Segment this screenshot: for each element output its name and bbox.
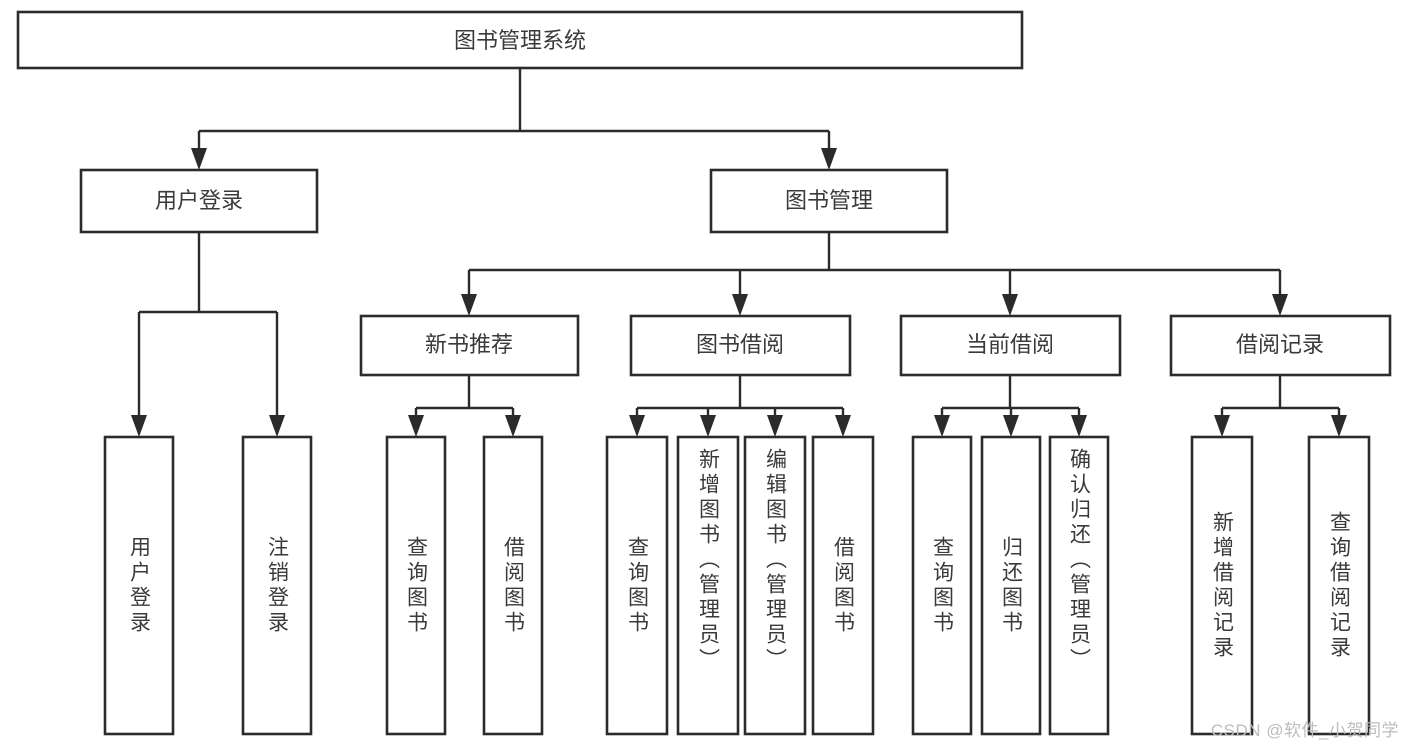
leaf-query-book-recommend-box[interactable] (385, 435, 447, 736)
arrow-head-icon (1272, 294, 1288, 316)
leaf-logout-box[interactable] (241, 435, 313, 736)
leaf-query-book-recommend-label: 查询图书 (405, 536, 429, 636)
leaf-borrow-book-recommend-box[interactable] (482, 435, 544, 736)
arrow-head-icon (191, 148, 207, 170)
node-borrow-history-label: 借阅记录 (1236, 332, 1324, 357)
leaf-return-book-label: 归还图书 (1000, 536, 1024, 636)
leaf-edit-book-admin-box[interactable] (743, 435, 807, 736)
arrow-head-icon (1002, 294, 1018, 316)
leaf-query-book-recommend[interactable]: 查询图书 (385, 435, 447, 736)
leaf-logout[interactable]: 注销登录 (241, 435, 313, 736)
arrow-head-icon (934, 415, 950, 437)
connector-group-book-borrow (629, 375, 851, 437)
leaf-query-borrow-record-box[interactable] (1307, 435, 1371, 736)
connector-group-new-book (408, 375, 521, 437)
leaf-query-book-current[interactable]: 查询图书 (911, 435, 973, 736)
arrow-head-icon (1071, 415, 1087, 437)
arrow-head-icon (408, 415, 424, 437)
node-new-book-recommend-box[interactable] (359, 314, 580, 377)
node-current-borrow[interactable]: 当前借阅 (899, 314, 1122, 377)
node-root[interactable]: 图书管理系统 (16, 10, 1024, 70)
arrow-head-icon (131, 415, 147, 437)
connector-group-borrow-history (1214, 375, 1347, 437)
leaf-user-login[interactable]: 用户登录 (103, 435, 175, 736)
arrow-head-icon (1214, 415, 1230, 437)
arrow-head-icon (461, 294, 477, 316)
arrow-head-icon (1331, 415, 1347, 437)
node-book-manage-box[interactable] (709, 168, 949, 234)
arrow-head-icon (700, 415, 716, 437)
leaf-query-book-borrow-box[interactable] (605, 435, 669, 736)
leaf-query-borrow-record[interactable]: 查询借阅记录 (1307, 435, 1371, 736)
node-root-box[interactable] (16, 10, 1024, 70)
connector-group-book-manage (461, 232, 1288, 316)
node-current-borrow-box[interactable] (899, 314, 1122, 377)
node-book-borrow[interactable]: 图书借阅 (629, 314, 852, 377)
leaf-user-login-label: 用户登录 (128, 536, 152, 636)
node-new-book-recommend-label: 新书推荐 (425, 332, 513, 357)
leaf-edit-book-admin-label: 编辑图书（管理员） (764, 448, 788, 673)
leaf-query-book-borrow-label: 查询图书 (626, 536, 650, 636)
node-book-borrow-label: 图书借阅 (696, 332, 784, 357)
leaf-add-borrow-record-box[interactable] (1190, 435, 1254, 736)
node-current-borrow-label: 当前借阅 (966, 332, 1054, 357)
node-root-label: 图书管理系统 (454, 28, 586, 53)
leaf-return-book-box[interactable] (980, 435, 1042, 736)
leaf-edit-book-admin[interactable]: 编辑图书（管理员） (743, 435, 807, 736)
node-new-book-recommend[interactable]: 新书推荐 (359, 314, 580, 377)
arrow-head-icon (1003, 415, 1019, 437)
leaf-borrow-book-recommend[interactable]: 借阅图书 (482, 435, 544, 736)
node-book-manage[interactable]: 图书管理 (709, 168, 949, 234)
leaf-add-borrow-record-label: 新增借阅记录 (1211, 511, 1235, 661)
leaf-return-book[interactable]: 归还图书 (980, 435, 1042, 736)
node-borrow-history[interactable]: 借阅记录 (1169, 314, 1392, 377)
leaf-add-book-admin[interactable]: 新增图书（管理员） (676, 435, 740, 736)
leaf-borrow-book-box[interactable] (811, 435, 875, 736)
leaf-add-book-admin-box[interactable] (676, 435, 740, 736)
leaf-borrow-book[interactable]: 借阅图书 (811, 435, 875, 736)
node-user-login-label: 用户登录 (155, 188, 243, 213)
arrow-head-icon (505, 415, 521, 437)
node-borrow-history-box[interactable] (1169, 314, 1392, 377)
arrow-head-icon (835, 415, 851, 437)
leaf-add-borrow-record[interactable]: 新增借阅记录 (1190, 435, 1254, 736)
node-book-borrow-box[interactable] (629, 314, 852, 377)
arrow-head-icon (821, 148, 837, 170)
leaf-user-login-box[interactable] (103, 435, 175, 736)
leaf-borrow-book-label: 借阅图书 (832, 536, 856, 636)
arrow-head-icon (732, 294, 748, 316)
leaf-add-book-admin-label: 新增图书（管理员） (697, 448, 721, 673)
leaf-logout-label: 注销登录 (266, 536, 290, 636)
leaf-query-book-borrow[interactable]: 查询图书 (605, 435, 669, 736)
leaf-query-book-current-box[interactable] (911, 435, 973, 736)
leaf-confirm-return-admin[interactable]: 确认归还（管理员） (1048, 435, 1110, 736)
connector-group-user-login (131, 232, 285, 437)
node-user-login[interactable]: 用户登录 (79, 168, 319, 234)
leaf-confirm-return-admin-label: 确认归还（管理员） (1068, 448, 1092, 673)
connector-group-root (191, 68, 837, 170)
leaf-confirm-return-admin-box[interactable] (1048, 435, 1110, 736)
connector-group-current-borrow (934, 375, 1087, 437)
node-user-login-box[interactable] (79, 168, 319, 234)
leaf-query-book-current-label: 查询图书 (931, 536, 955, 636)
arrow-head-icon (767, 415, 783, 437)
leaf-query-borrow-record-label: 查询借阅记录 (1328, 511, 1352, 661)
leaf-borrow-book-recommend-label: 借阅图书 (502, 536, 526, 636)
arrow-head-icon (269, 415, 285, 437)
node-book-manage-label: 图书管理 (785, 188, 873, 213)
arrow-head-icon (629, 415, 645, 437)
